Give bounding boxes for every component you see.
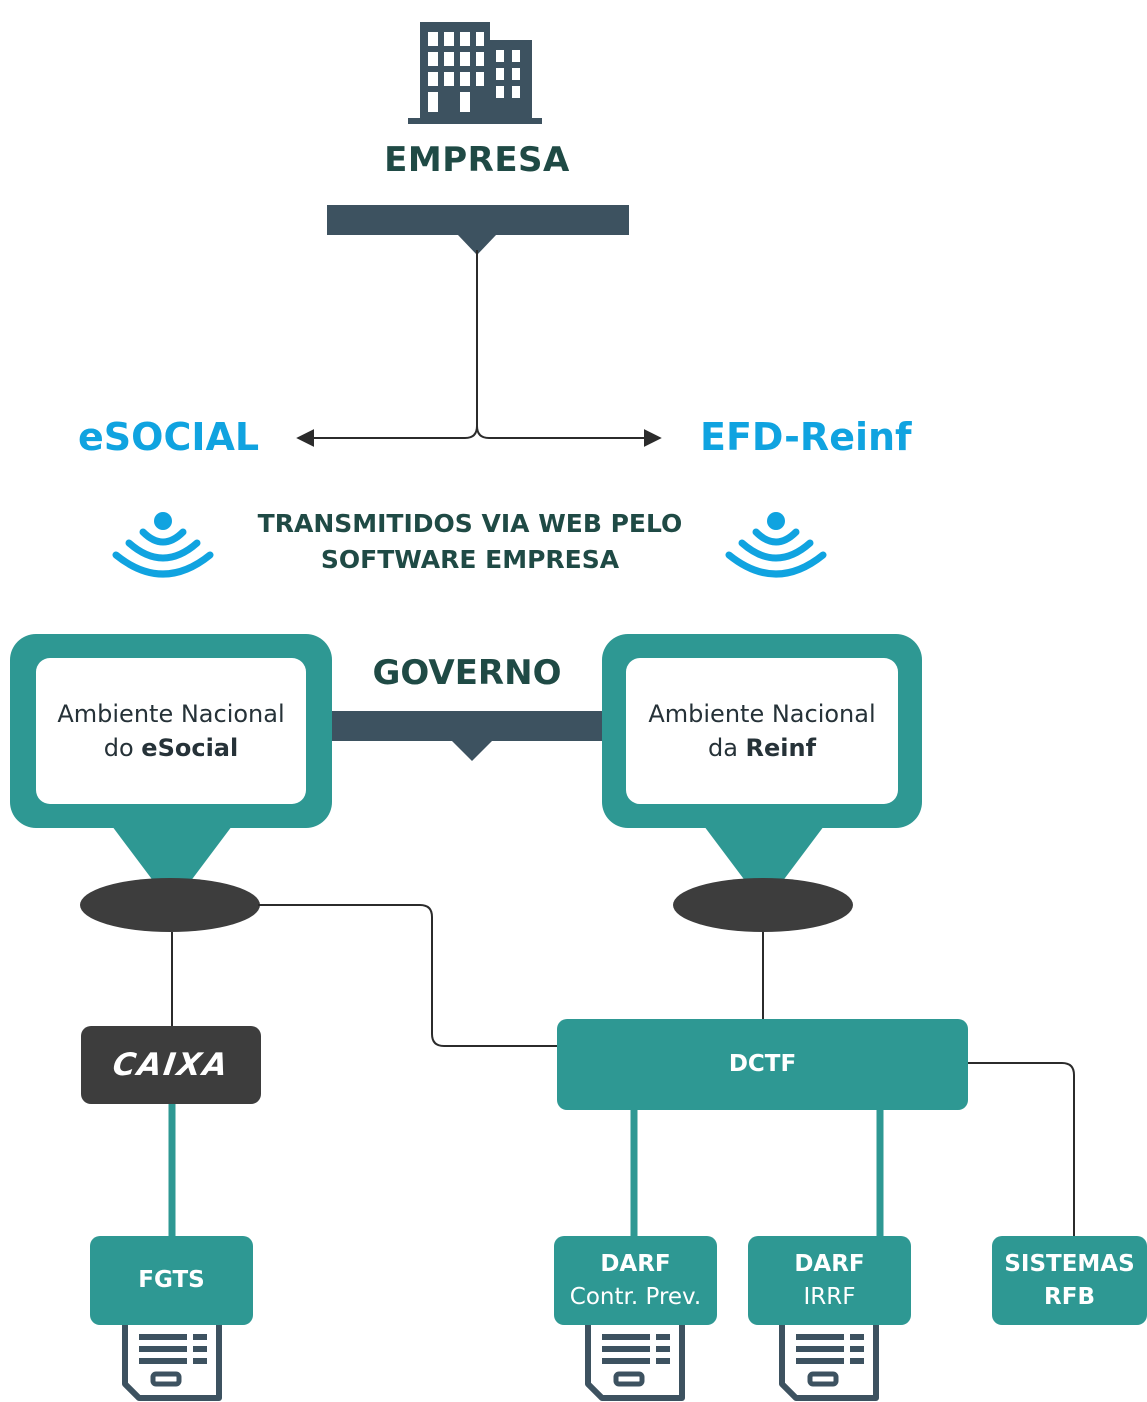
ambiente-esocial-line2: do eSocial [104, 731, 238, 765]
governo-label: GOVERNO [372, 653, 562, 693]
flow-lines [171, 904, 1075, 1237]
fgts-node: FGTS [90, 1236, 253, 1325]
ambiente-reinf-line2: da Reinf [708, 731, 816, 765]
empresa-bar [327, 205, 629, 255]
sistemas-rfb-node: SISTEMAS RFB [992, 1236, 1147, 1325]
caixa-node: CAIXA [81, 1026, 261, 1104]
esocial-label: eSOCIAL [78, 415, 260, 459]
document-icon [585, 1319, 685, 1401]
document-icon [779, 1319, 879, 1401]
esocial-hub [80, 878, 260, 932]
fgts-label: FGTS [138, 1267, 205, 1293]
sistemas-line1: SISTEMAS [1004, 1250, 1135, 1277]
ambiente-esocial-bold: eSocial [141, 734, 239, 762]
transmission-text: TRANSMITIDOS VIA WEB PELO SOFTWARE EMPRE… [230, 506, 710, 578]
empresa-connector [296, 250, 662, 447]
darf-irrf-sub: IRRF [803, 1283, 856, 1310]
darf-irrf-title: DARF [794, 1250, 865, 1277]
darf-prev-node: DARF Contr. Prev. [554, 1236, 717, 1325]
darf-prev-title: DARF [600, 1250, 671, 1277]
document-icon [122, 1319, 222, 1401]
transmission-line-2: SOFTWARE EMPRESA [320, 545, 620, 574]
ambiente-reinf-line1: Ambiente Nacional [648, 700, 876, 728]
wifi-signal-icon [725, 512, 827, 578]
ambiente-esocial-prefix: do [103, 734, 142, 762]
sistemas-line2: RFB [1044, 1283, 1095, 1310]
dctf-node: DCTF [557, 1019, 968, 1110]
ambiente-reinf-card: Ambiente Nacional da Reinf [626, 658, 898, 804]
caixa-logo: CAIXA [110, 1047, 232, 1083]
reinf-hub [673, 878, 853, 932]
darf-prev-sub: Contr. Prev. [569, 1283, 702, 1310]
teal-lines [168, 1104, 884, 1238]
governo-bar [330, 711, 608, 761]
reinf-label: EFD-Reinf [700, 415, 912, 459]
building-icon [408, 22, 542, 124]
dctf-label: DCTF [728, 1051, 797, 1077]
ambiente-esocial-card: Ambiente Nacional do eSocial [36, 658, 306, 804]
empresa-label: EMPRESA [384, 140, 570, 180]
transmission-line-1: TRANSMITIDOS VIA WEB PELO [257, 509, 683, 538]
ambiente-reinf-bold: Reinf [745, 734, 817, 762]
wifi-signal-icon [112, 512, 214, 578]
ambiente-reinf-prefix: da [707, 734, 746, 762]
darf-irrf-node: DARF IRRF [748, 1236, 911, 1325]
ambiente-esocial-line1: Ambiente Nacional [57, 700, 285, 728]
